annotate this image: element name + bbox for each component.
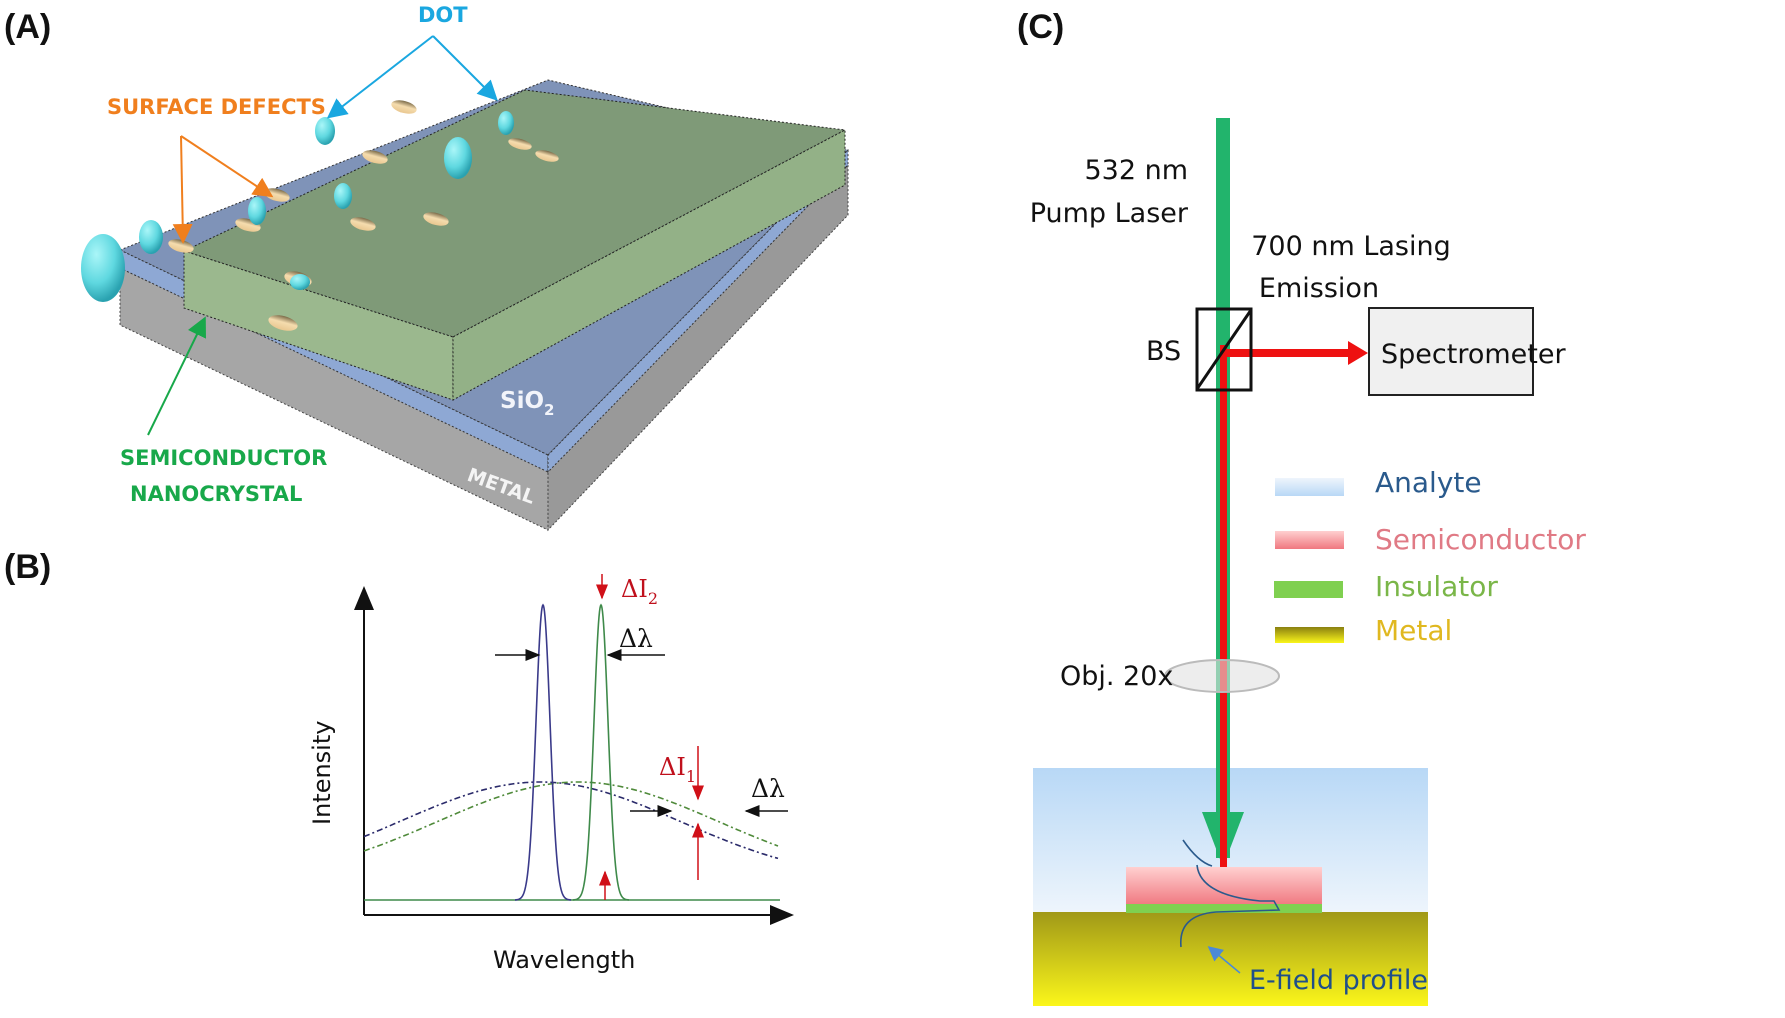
beamsplitter-label: BS bbox=[1146, 336, 1181, 367]
emission-beam-arrowhead bbox=[1348, 341, 1368, 365]
dot-arrows bbox=[326, 35, 498, 119]
delta-lambda-bottom-label: Δλ bbox=[751, 774, 785, 803]
panel-b: (B) Intensity Wavelength ΔI2 Δλ ΔI1 Δλ bbox=[4, 548, 794, 974]
emission-beam-horizontal bbox=[1224, 349, 1349, 357]
broad-spectrum-curve-1 bbox=[363, 781, 779, 860]
quantum-dots bbox=[81, 111, 514, 302]
e-field-profile-curve bbox=[1180, 839, 1281, 948]
legend-label-insulator: Insulator bbox=[1375, 570, 1498, 603]
legend-label-semiconductor: Semiconductor bbox=[1375, 523, 1586, 556]
legend-swatch-metal bbox=[1275, 627, 1344, 643]
objective-lens bbox=[1164, 659, 1280, 693]
surface-defects-arrows bbox=[172, 135, 274, 244]
panel-c-label: (C) bbox=[1017, 8, 1064, 46]
e-field-label: E-field profile bbox=[1249, 965, 1428, 996]
spectrometer-label: Spectrometer bbox=[1381, 339, 1566, 370]
insulator-layer bbox=[1126, 904, 1322, 913]
metal-substrate bbox=[1033, 912, 1428, 1006]
panel-c: (C) BS Spectrometer Obj. 20x 532 nm Pump… bbox=[1017, 8, 1586, 1006]
sio2-label: SiO2 bbox=[500, 388, 554, 419]
delta-i1-label: ΔI1 bbox=[659, 753, 696, 786]
legend-swatch-semiconductor bbox=[1275, 531, 1344, 549]
legend-label-analyte: Analyte bbox=[1375, 466, 1482, 499]
delta-lambda-top-label: Δλ bbox=[619, 624, 653, 653]
pump-label-line2: Pump Laser bbox=[1030, 198, 1189, 229]
y-axis-label: Intensity bbox=[308, 721, 336, 825]
pump-label-line1: 532 nm bbox=[1084, 155, 1188, 186]
emission-label-line2: Emission bbox=[1259, 273, 1379, 304]
broad-spectrum-curve-2 bbox=[363, 781, 779, 852]
e-field-arrow bbox=[1207, 946, 1241, 974]
legend-label-metal: Metal bbox=[1375, 614, 1452, 647]
panel-a: (A) bbox=[4, 3, 849, 532]
semiconductor-callout-line1: SEMICONDUCTOR bbox=[120, 446, 327, 470]
semiconductor-arrow bbox=[147, 316, 206, 436]
panel-a-label: (A) bbox=[4, 8, 51, 46]
beamsplitter bbox=[1195, 307, 1253, 392]
lasing-peak-1 bbox=[515, 603, 571, 901]
spectrometer-box bbox=[1368, 307, 1534, 396]
legend-swatch-analyte bbox=[1275, 478, 1344, 496]
semiconductor-nanocrystal-block bbox=[182, 89, 847, 401]
legend: Analyte Semiconductor Insulator Metal bbox=[1274, 466, 1586, 647]
semiconductor-callout-line2: NANOCRYSTAL bbox=[130, 482, 302, 506]
objective-label: Obj. 20x bbox=[1060, 661, 1173, 692]
surface-defects-callout: SURFACE DEFECTS bbox=[107, 95, 326, 119]
emission-beam-vertical bbox=[1220, 345, 1227, 867]
legend-swatch-insulator bbox=[1274, 581, 1343, 598]
dot-callout: DOT bbox=[418, 3, 468, 27]
semiconductor-layer bbox=[1126, 867, 1322, 905]
x-axis-label: Wavelength bbox=[493, 946, 635, 974]
lasing-peak-2 bbox=[573, 603, 629, 901]
delta-i2-label: ΔI2 bbox=[621, 575, 658, 608]
emission-label-line1: 700 nm Lasing bbox=[1251, 231, 1451, 262]
panel-b-label: (B) bbox=[4, 548, 51, 586]
